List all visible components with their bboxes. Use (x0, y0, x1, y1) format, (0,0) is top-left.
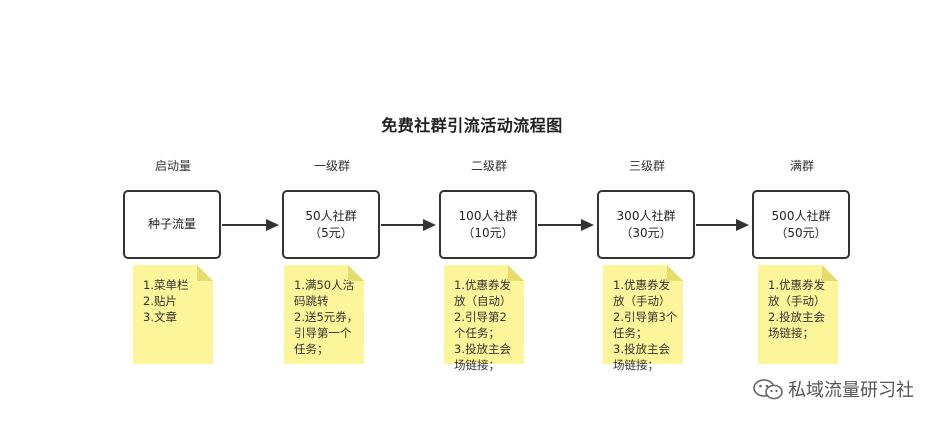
note-line: 任务； (294, 342, 329, 356)
note-line: 1.菜单栏 (143, 278, 189, 292)
note-line: 3.文章 (143, 310, 177, 324)
flow-arrow (222, 219, 279, 231)
note-seed: 1.菜单栏 2.贴片 3.文章 (133, 265, 213, 364)
flow-arrow (381, 219, 436, 231)
note-full: 1.优惠券发 放（手动） 2.投放主会 场链接； (758, 265, 838, 364)
note-line: 3.投放主会 (454, 342, 511, 356)
note-line: 2.投放主会 (768, 310, 825, 324)
note-line: 场链接； (613, 358, 659, 372)
stage-label-level1: 一级群 (313, 159, 350, 173)
note-line: 放（手动） (613, 294, 671, 308)
flow-arrow (538, 219, 594, 231)
note-level2: 1.优惠券发 放（自动） 2.引导第2 个任务； 3.投放主会 场链接； (444, 265, 524, 372)
note-line: 1.满50人活 (294, 278, 355, 292)
stage-label-full: 满群 (789, 159, 814, 173)
process-box-level2: 100人社群 （10元） (439, 190, 537, 259)
note-line: 任务； (613, 326, 648, 340)
stage-label-seed: 启动量 (154, 159, 191, 173)
note-line: 个任务； (454, 326, 500, 340)
box-text-line: （50元） (775, 225, 827, 240)
note-line: 引导第一个 (294, 326, 352, 340)
note-line: 码跳转 (294, 294, 329, 308)
flow-arrow (696, 219, 749, 231)
note-line: 1.优惠券发 (768, 278, 825, 292)
note-line: 场链接； (768, 326, 814, 340)
watermark: 私域流量研习社 (752, 376, 914, 402)
note-line: 3.投放主会 (613, 342, 670, 356)
process-box-seed: 种子流量 (123, 190, 221, 259)
box-text-line: （5元） (309, 225, 353, 240)
note-line: 2.引导第3个 (613, 310, 678, 324)
process-box-full: 500人社群 （50元） (752, 190, 850, 259)
process-box-level3: 300人社群 （30元） (597, 190, 695, 259)
note-line: 2.贴片 (143, 294, 177, 308)
note-level1: 1.满50人活 码跳转 2.送5元券， 引导第一个 任务； (284, 265, 364, 364)
box-text-line: 50人社群 (305, 208, 357, 223)
diagram-title: 免费社群引流活动流程图 (381, 116, 563, 135)
note-line: 场链接； (454, 358, 500, 372)
note-line: 2.送5元券， (294, 310, 359, 324)
watermark-text: 私域流量研习社 (788, 380, 914, 401)
note-line: 1.优惠券发 (613, 278, 670, 292)
box-text-line: 100人社群 (458, 208, 518, 223)
box-text-line: 300人社群 (616, 208, 676, 223)
note-line: 放（手动） (768, 294, 826, 308)
stage-label-level2: 二级群 (470, 159, 507, 173)
note-line: 2.引导第2 (454, 310, 507, 324)
note-level3: 1.优惠券发 放（手动） 2.引导第3个 任务； 3.投放主会 场链接； (603, 265, 683, 372)
note-line: 1.优惠券发 (454, 278, 511, 292)
box-text-line: 500人社群 (771, 208, 831, 223)
box-text-line: （10元） (462, 225, 514, 240)
wechat-icon (753, 379, 783, 400)
box-text-line: （30元） (620, 225, 672, 240)
box-text-line: 种子流量 (147, 217, 196, 231)
process-box-level1: 50人社群 （5元） (282, 190, 380, 259)
stage-label-level3: 三级群 (628, 159, 665, 173)
note-line: 放（自动） (454, 294, 512, 308)
